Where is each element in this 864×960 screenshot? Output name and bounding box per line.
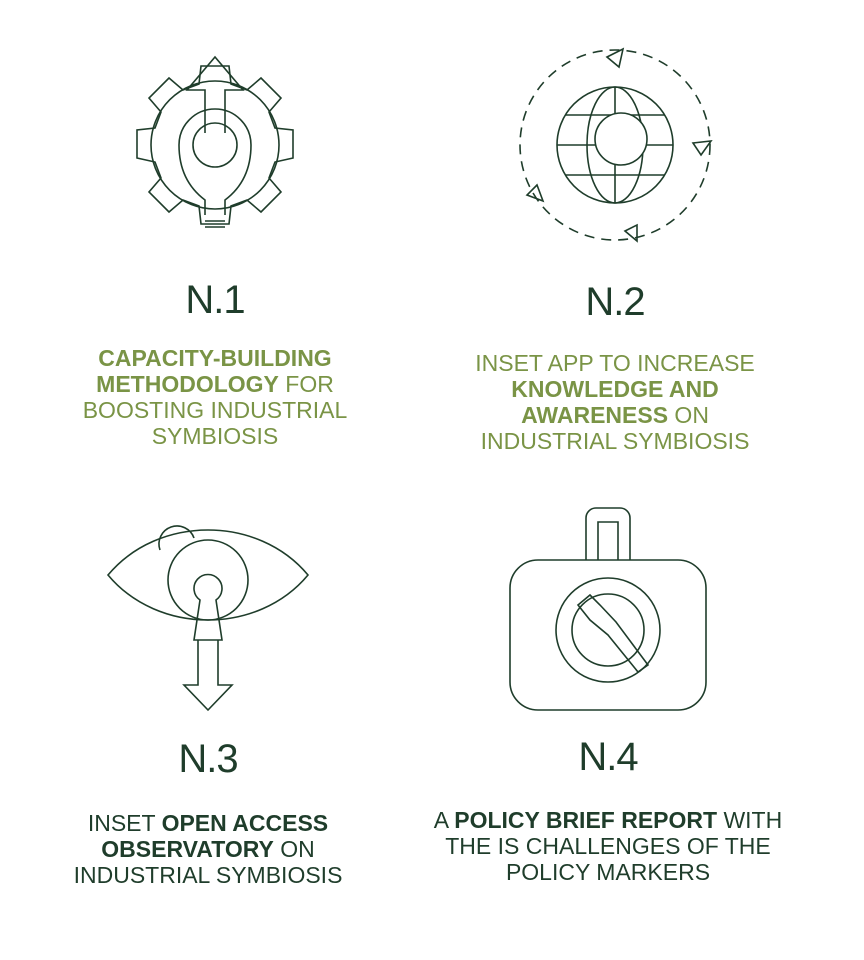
desc-text: SYMBIOSIS bbox=[151, 423, 279, 449]
desc-text: POLICY MARKERS bbox=[505, 859, 711, 885]
desc-text: WITH bbox=[717, 807, 783, 833]
desc-bold: KNOWLEDGE AND bbox=[511, 376, 719, 402]
briefcase-wrench-icon bbox=[509, 507, 707, 711]
desc-bold: OPEN ACCESS bbox=[161, 810, 329, 836]
desc-bold: AWARENESS bbox=[521, 402, 669, 428]
desc-text: INDUSTRIAL SYMBIOSIS bbox=[73, 862, 343, 888]
deliverable-card-3: N.3 INSET OPEN ACCESS OBSERVATORY ON IND… bbox=[8, 505, 408, 905]
item-number: N.1 bbox=[185, 278, 245, 322]
desc-text: A bbox=[433, 807, 455, 833]
desc-text: ON bbox=[273, 836, 315, 862]
desc-text: BOOSTING INDUSTRIAL bbox=[82, 397, 348, 423]
item-number: N.2 bbox=[585, 280, 645, 324]
deliverable-card-1: N.1 CAPACITY-BUILDING METHODOLOGY FOR BO… bbox=[15, 40, 415, 460]
item-description: INSET APP TO INCREASE KNOWLEDGE AND AWAR… bbox=[415, 350, 815, 454]
desc-bold: OBSERVATORY bbox=[101, 836, 274, 862]
desc-bold: POLICY BRIEF REPORT bbox=[454, 807, 718, 833]
deliverable-card-2: N.2 INSET APP TO INCREASE KNOWLEDGE AND … bbox=[415, 40, 815, 460]
gear-lightbulb-arrow-icon bbox=[136, 55, 294, 228]
item-description: CAPACITY-BUILDING METHODOLOGY FOR BOOSTI… bbox=[15, 345, 415, 449]
item-number: N.4 bbox=[578, 735, 638, 779]
desc-text: INSET APP TO INCREASE bbox=[475, 350, 755, 376]
desc-text: FOR bbox=[278, 371, 334, 397]
item-description: A POLICY BRIEF REPORT WITH THE IS CHALLE… bbox=[408, 807, 808, 885]
item-description: INSET OPEN ACCESS OBSERVATORY ON INDUSTR… bbox=[8, 810, 408, 888]
desc-text: INDUSTRIAL SYMBIOSIS bbox=[480, 428, 750, 454]
globe-cycle-icon bbox=[519, 47, 713, 243]
desc-text: INSET bbox=[87, 810, 162, 836]
desc-bold: CAPACITY-BUILDING bbox=[98, 345, 332, 371]
deliverable-card-4: N.4 A POLICY BRIEF REPORT WITH THE IS CH… bbox=[408, 505, 808, 905]
item-number: N.3 bbox=[178, 737, 238, 781]
eye-gear-icon bbox=[106, 525, 310, 712]
desc-bold: METHODOLOGY bbox=[96, 371, 279, 397]
desc-text: ON bbox=[668, 402, 709, 428]
desc-text: THE IS CHALLENGES OF THE bbox=[445, 833, 771, 859]
